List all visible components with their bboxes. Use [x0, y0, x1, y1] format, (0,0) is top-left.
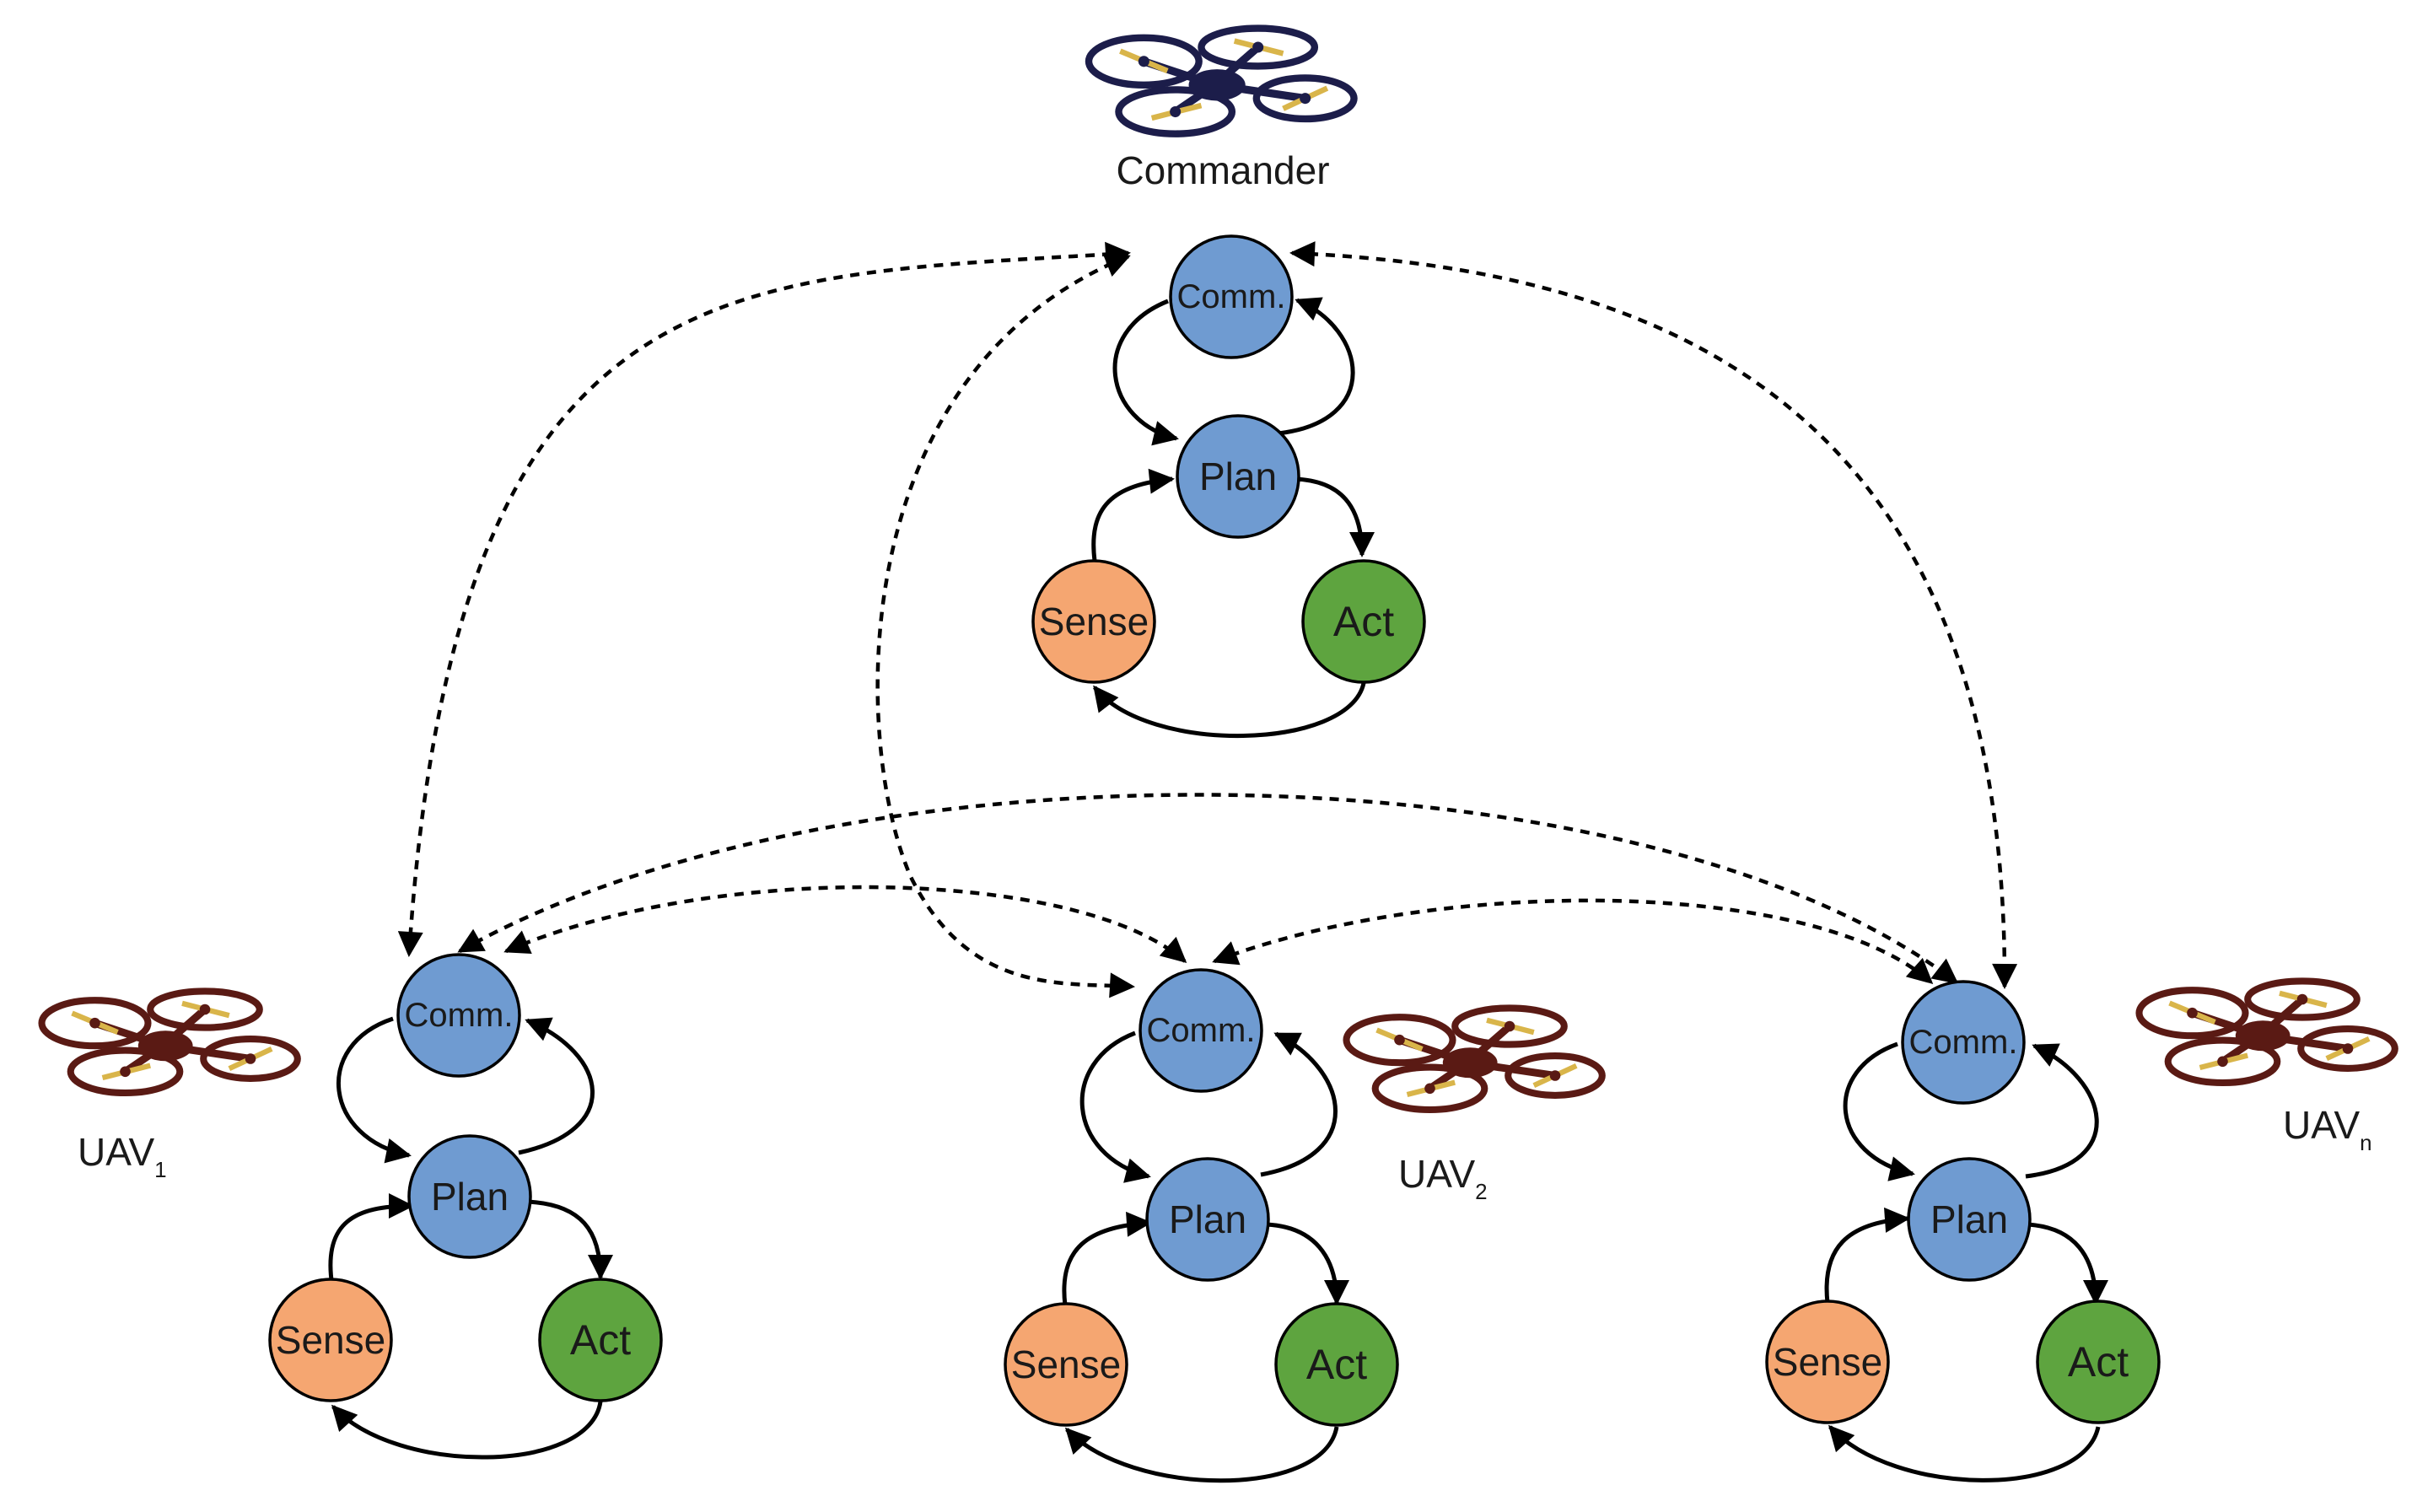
link-uav1-uavn: [457, 793, 1959, 984]
uav1-label-main: UAV: [78, 1130, 154, 1174]
uav1-quadcopter-icon: [42, 991, 298, 1093]
uavn-act-label: Act: [2068, 1338, 2129, 1386]
edge-comm-to-plan: [1079, 1030, 1151, 1183]
edge-comm-to-plan: [1112, 299, 1179, 446]
uavn-sense-node: [1765, 1299, 1890, 1424]
edge-sense-to-plan: [1091, 468, 1175, 562]
edge-sense-to-plan: [1062, 1211, 1152, 1306]
uav1-sense-node: [268, 1278, 393, 1402]
commander-label: Commander: [1116, 148, 1329, 192]
commander-quadcopter-icon: [1089, 29, 1354, 134]
uav2-comm-label: Comm.: [1147, 1012, 1256, 1049]
uavn-label-main: UAV: [2283, 1103, 2360, 1147]
edge-sense-to-plan: [328, 1193, 414, 1281]
uav1-comm-node: [396, 953, 521, 1078]
uav2-plan-label: Plan: [1169, 1197, 1246, 1241]
edge-plan-to-comm: [518, 1017, 595, 1155]
uavn-quadcopter-icon: [2140, 981, 2395, 1083]
uav2-sense-label: Sense: [1011, 1343, 1121, 1386]
commander-comm-node: [1169, 234, 1294, 359]
uavn-act-node: [2036, 1299, 2161, 1424]
uavn-cluster: UAVn Comm. Plan Sense Act: [1765, 980, 2395, 1482]
commander-cluster: Commander Comm. Plan Sense Act: [1031, 29, 1426, 739]
edge-plan-to-act: [1266, 1222, 1349, 1305]
edge-sense-to-plan: [1824, 1207, 1910, 1304]
uavn-plan-node: [1907, 1157, 2032, 1282]
uav2-cluster: UAV2 Comm. Plan Sense Act: [1004, 968, 1602, 1483]
edge-comm-to-plan: [336, 1016, 412, 1164]
edge-act-to-sense: [1093, 682, 1366, 739]
uav2-act-node: [1274, 1302, 1399, 1427]
uav1-label: UAV1: [78, 1130, 167, 1182]
uavn-sense-label: Sense: [1773, 1340, 1882, 1384]
edge-act-to-sense: [331, 1401, 603, 1460]
uav2-sense-node: [1004, 1302, 1128, 1427]
uav1-act-label: Act: [570, 1316, 631, 1364]
link-commander-uav2: [875, 253, 1135, 998]
commander-plan-node: [1176, 414, 1300, 539]
commander-act-label: Act: [1333, 598, 1394, 645]
commander-comm-label: Comm.: [1177, 278, 1286, 315]
edge-plan-to-act: [526, 1199, 613, 1280]
edge-plan-to-comm: [1277, 297, 1355, 436]
uav2-plan-node: [1145, 1157, 1270, 1282]
uav1-comm-label: Comm.: [405, 997, 514, 1034]
uav2-comm-node: [1139, 968, 1263, 1093]
uav2-label-sub: 2: [1475, 1179, 1487, 1204]
link-uav2-uavn: [1212, 898, 1934, 984]
uav2-label-main: UAV: [1398, 1152, 1475, 1196]
edge-plan-to-act: [2026, 1222, 2108, 1305]
uav2-act-label: Act: [1306, 1341, 1367, 1388]
uavn-comm-node: [1901, 980, 2026, 1105]
uavn-plan-label: Plan: [1930, 1197, 2008, 1241]
edge-comm-to-plan: [1843, 1041, 1915, 1181]
commander-sense-node: [1031, 559, 1156, 684]
commander-plan-label: Plan: [1199, 455, 1277, 498]
uav1-sense-label: Sense: [276, 1318, 385, 1362]
edge-act-to-sense: [1064, 1426, 1339, 1483]
commander-act-node: [1301, 559, 1426, 684]
uav1-plan-label: Plan: [431, 1175, 509, 1219]
uav2-quadcopter-icon: [1347, 1008, 1602, 1110]
uavn-label: UAVn: [2283, 1103, 2372, 1155]
edge-plan-to-comm: [1260, 1031, 1338, 1177]
uavn-label-sub: n: [2360, 1130, 2371, 1155]
commander-sense-label: Sense: [1039, 600, 1149, 643]
uavn-comm-label: Comm.: [1909, 1024, 2018, 1061]
link-commander-uav1: [397, 241, 1131, 957]
uav1-act-node: [538, 1278, 663, 1402]
uav1-plan-node: [407, 1134, 532, 1259]
edge-plan-to-comm: [2025, 1043, 2099, 1179]
edge-plan-to-act: [1294, 476, 1375, 557]
uav1-label-sub: 1: [154, 1157, 166, 1182]
link-uav1-uav2: [503, 885, 1187, 963]
uav2-label: UAV2: [1398, 1152, 1488, 1204]
link-commander-uavn: [1289, 241, 2018, 989]
uav1-cluster: UAV1 Comm. Plan Sense Act: [42, 953, 663, 1460]
edge-act-to-sense: [1828, 1424, 2101, 1482]
communication-links: [397, 241, 2018, 998]
